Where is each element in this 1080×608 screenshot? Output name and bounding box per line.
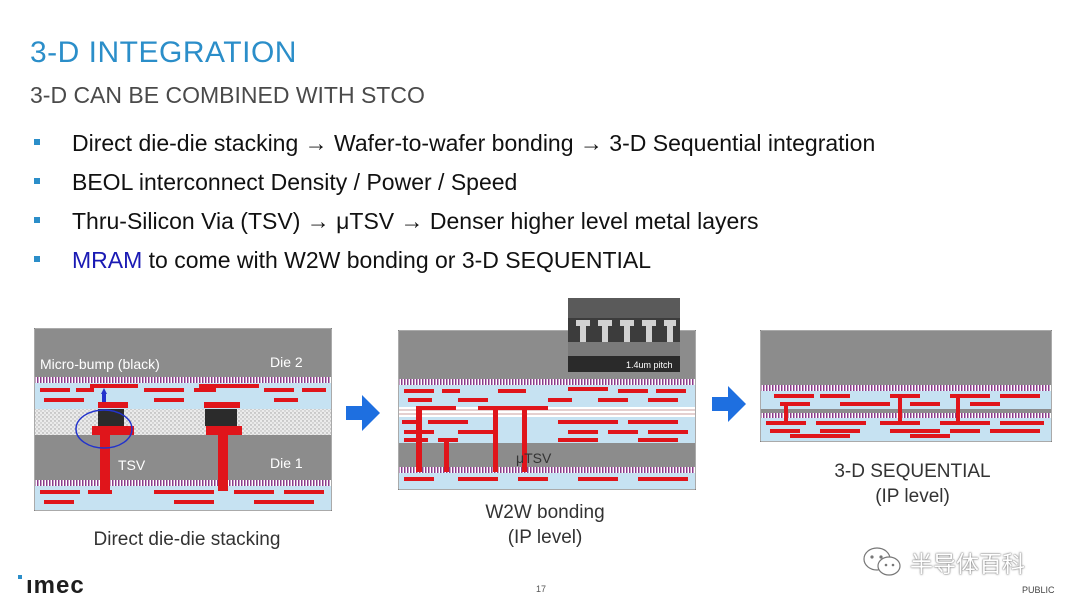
arrow-right-icon [712,386,746,422]
bullet-item: BEOL interconnect Density / Power / Spee… [34,163,875,202]
wechat-icon [863,547,901,576]
slide-subtitle: 3-D CAN BE COMBINED WITH STCO [30,82,425,108]
caption-3d-sequential: 3-D SEQUENTIAL (IP level) [834,461,991,507]
bullet-list: Direct die-die stacking → Wafer-to-wafer… [34,124,875,280]
sem-image-inset [568,298,680,372]
die-die-stacking-diagram [34,328,332,511]
bullet-square-icon [34,217,40,223]
label-micro-bump: Micro-bump (black) [40,356,160,372]
logo-dot-icon [18,575,22,579]
bullet-square-icon [34,256,40,262]
bullet-square-icon [34,178,40,184]
caption-w2w-bonding: W2W bonding (IP level) [485,502,605,548]
label-die-2: Die 2 [270,354,303,370]
bullet-item: Thru-Silicon Via (TSV) → μTSV → Denser h… [34,202,875,241]
caption-die-die-stacking: Direct die-die stacking [93,529,281,550]
classification-label: PUBLIC [1022,585,1055,595]
sem-pitch-label: 1.4um pitch [626,360,673,370]
arrow-right-icon [346,395,380,431]
bullet-item: MRAM to come with W2W bonding or 3-D SEQ… [34,241,875,280]
label-die-1: Die 1 [270,455,303,471]
bullet-item: Direct die-die stacking → Wafer-to-wafer… [34,124,875,163]
3d-sequential-diagram [760,330,1052,442]
mram-highlight: MRAM [72,247,143,273]
bullet-square-icon [34,139,40,145]
page-number: 17 [536,584,547,594]
label-tsv: TSV [118,457,146,473]
label-micro-tsv: μTSV [516,450,552,466]
watermark: 半导体百科 [862,544,1025,580]
imec-logo: ımec [18,572,85,600]
watermark-text: 半导体百科 [910,551,1025,577]
slide-title: 3-D INTEGRATION [30,36,297,69]
